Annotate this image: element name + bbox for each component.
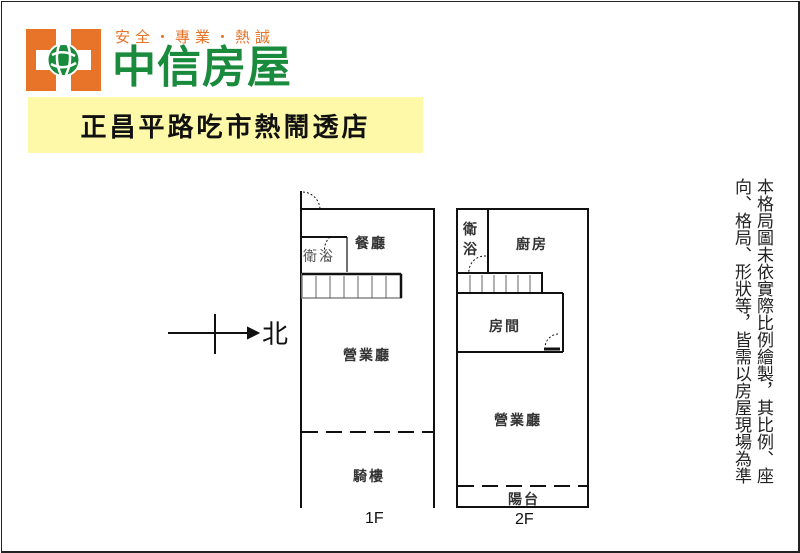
room-label-business-hall-2f: 營業廳 [494, 413, 542, 429]
north-label: 北 [262, 320, 289, 350]
room-label-balcony: 陽台 [508, 492, 540, 508]
room-label-arcade: 騎樓 [353, 469, 385, 485]
listing-title: 正昌平路吃市熱鬧透店 [80, 112, 371, 143]
disclaimer-line-2: 向、格局、形狀等，皆需以房屋現場為準 [731, 178, 751, 484]
room-label-kitchen: 廚房 [516, 237, 548, 253]
room-label-bathroom-2f: 衛浴 [463, 222, 477, 258]
room-label-dining: 餐廳 [355, 236, 387, 252]
floor-label-2f: 2F [515, 511, 534, 528]
brand-slogan: 安全・專業・熱誠 [115, 28, 276, 46]
room-label-bathroom-1f: 衛浴 [303, 249, 335, 265]
floor-label-1f: 1F [365, 510, 384, 527]
listing-title-banner: 正昌平路吃市熱鬧透店 [28, 97, 423, 153]
brand-logo-icon [26, 29, 101, 91]
brand-name: 中信房屋 [112, 42, 292, 93]
room-label-bedroom: 房間 [489, 319, 521, 335]
room-label-business-hall-1f: 營業廳 [343, 348, 391, 364]
disclaimer-line-1: 本格局圖未依實際比例繪製，其比例、座 [753, 178, 773, 484]
